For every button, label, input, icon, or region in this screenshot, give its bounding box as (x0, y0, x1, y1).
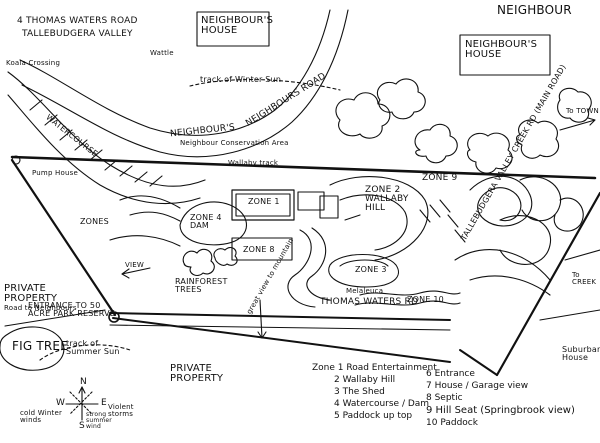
thomas-waters-rd-line-upper (109, 312, 451, 321)
compass-n: N (80, 377, 87, 387)
compass-w: W (56, 398, 66, 408)
view-arrow-left (121, 267, 151, 279)
private-property-left-label: PRIVATE PROPERTY (4, 283, 58, 304)
zone2-hill (329, 176, 429, 261)
fig-tree-circle (0, 326, 65, 371)
neighbour-conservation-label: Neighbour Conservation Area (180, 139, 289, 147)
tree-cluster-6 (557, 87, 592, 123)
zone1-label: ZONE 1 (248, 197, 280, 206)
driveway (287, 227, 331, 308)
to-town-label: To TOWN (566, 107, 599, 115)
lower-left-boundary (112, 317, 451, 363)
legend-col1: Zone 1 Road Entertainment 2 Wallaby Hill… (312, 364, 437, 421)
left-boundary (10, 158, 117, 317)
zone3-label: ZONE 3 (355, 265, 387, 274)
neighbours-road (19, 9, 331, 136)
legend-item: 7 House / Garage view (426, 381, 529, 391)
road-to-neighbours-label: Road to Neighbours (4, 304, 77, 312)
view-left-label: VIEW (125, 261, 144, 269)
compass-s: S (79, 421, 85, 431)
zone4-dam (179, 201, 247, 246)
cold-winds-label: cold Winter winds (20, 409, 63, 424)
zone3-area (328, 254, 399, 288)
legend-item: 10 Paddock (426, 418, 478, 428)
tree-cluster-3 (414, 123, 458, 164)
rainforest-trees-label: RAINFOREST TREES (175, 277, 228, 294)
zone10-strips (354, 290, 461, 306)
strong-winds-label: strong summer wind (86, 411, 112, 430)
suburban-house-label: Suburban House (562, 345, 600, 362)
legend-item: 8 Septic (426, 393, 463, 403)
legend-item: 2 Wallaby Hill (334, 375, 396, 385)
tree-cluster-5 (515, 119, 560, 159)
zone8-area (231, 237, 293, 261)
thomas-waters-rd-label: THOMAS WATERS RD (320, 297, 419, 307)
legend-item: 4 Watercourse / Dam (334, 399, 430, 409)
private-property-bottom-label: PRIVATE PROPERTY (170, 363, 224, 384)
track-winter-sun (189, 79, 341, 91)
zone5-label: ZONES (80, 217, 109, 226)
zone2-label: ZONE 2 WALLABY HILL (365, 185, 409, 213)
legend-item: 5 Paddock up top (334, 411, 413, 421)
garage (319, 195, 339, 219)
tree-cluster-2 (376, 78, 426, 120)
violent-storms-label: Violent storms (108, 403, 134, 418)
wattle-label: Wattle (150, 49, 174, 57)
fig-tree-label: FIG TREE (12, 339, 68, 353)
tree-cluster-1 (335, 92, 391, 139)
to-town-arrow (559, 117, 596, 131)
thomas-waters-rd-line-lower (109, 324, 451, 331)
melaleuca-label: Melaleuca (346, 287, 384, 295)
right-boundary (495, 191, 600, 377)
zone1-house (231, 189, 295, 221)
neighbour-top-right: NEIGHBOUR (497, 3, 572, 17)
legend-item: 3 The Shed (334, 387, 385, 397)
legend-item: Zone 1 Road Entertainment (312, 363, 437, 373)
neighbour-house-left-label: NEIGHBOUR'S HOUSE (201, 15, 274, 36)
track-summer-sun (39, 344, 131, 361)
zone8-label: ZONE 8 (243, 245, 275, 254)
zone10-label: ZONE 10 (407, 295, 444, 304)
address-line2: TALLEBUDGERA VALLEY (22, 29, 133, 39)
tree-cluster-4 (466, 132, 513, 174)
zone9-label: ZONE 9 (422, 173, 458, 183)
zone9-swirls (469, 175, 584, 265)
koala-crossing-label: Koala Crossing (6, 59, 61, 67)
track-winter-sun-label: track of Winter Sun (200, 75, 282, 84)
legend-col2: 6 Entrance 7 House / Garage view 8 Septi… (426, 370, 575, 428)
neighbour-box-left (196, 11, 270, 47)
track-summer-sun-label: track of Summer Sun (66, 339, 120, 356)
shed (297, 191, 325, 211)
compass-e: E (101, 398, 107, 408)
wallaby-track-label: Wallaby track (228, 159, 279, 167)
watercourse (7, 71, 206, 187)
entrance-reserve-label: ENTRANCE TO 50 ACRE PARK RESERVE (28, 301, 116, 318)
neighbour-box-mid (459, 34, 551, 76)
zone-boundary-line (10, 155, 597, 180)
great-view-arrow (257, 299, 267, 339)
neighbour-house-mid-label: NEIGHBOUR'S HOUSE (465, 39, 538, 60)
to-creek-label: To CREEK (572, 271, 597, 286)
rainforest-trees (182, 247, 238, 276)
zone4-label: ZONE 4 DAM (190, 213, 222, 230)
compass-rose (65, 386, 99, 421)
legend-item: 6 Entrance (426, 369, 475, 379)
pump-house-label: Pump House (32, 169, 78, 177)
legend-item: 9 Hill Seat (Springbrook view) (426, 405, 575, 416)
address-line1: 4 THOMAS WATERS ROAD (17, 16, 138, 26)
